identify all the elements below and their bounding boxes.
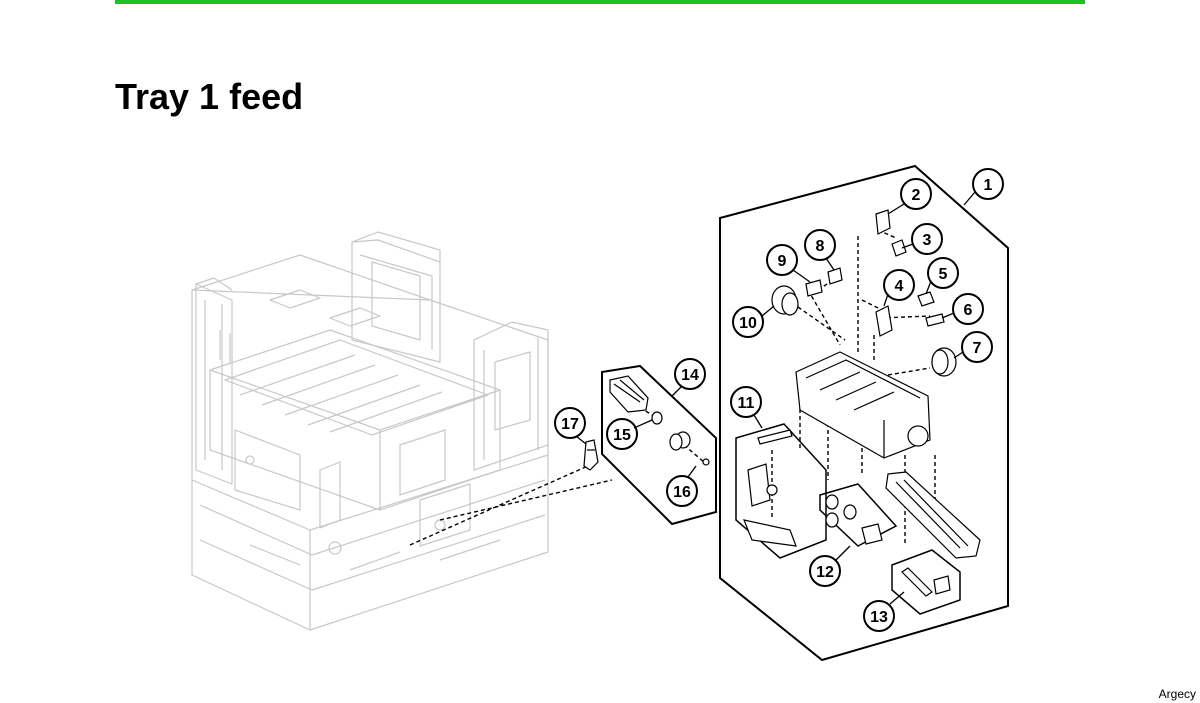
callout-6: 6 <box>952 293 984 325</box>
svg-text:17: 17 <box>561 416 579 433</box>
callout-3: 3 <box>911 223 943 255</box>
callout-4: 4 <box>883 269 915 301</box>
callout-14: 14 <box>674 358 706 390</box>
page-title: Tray 1 feed <box>115 76 304 117</box>
callout-17: 17 <box>554 407 586 439</box>
svg-text:1: 1 <box>984 177 993 194</box>
callout-9: 9 <box>766 244 798 276</box>
svg-text:3: 3 <box>923 232 932 249</box>
callout-leaders <box>575 191 976 605</box>
printer-frame-illustration <box>191 231 549 631</box>
svg-text:14: 14 <box>681 367 699 384</box>
callout-12: 12 <box>809 555 841 587</box>
svg-text:6: 6 <box>964 302 973 319</box>
svg-text:12: 12 <box>816 564 834 581</box>
callout-10: 10 <box>732 306 764 338</box>
svg-text:15: 15 <box>613 427 631 444</box>
callout-8: 8 <box>804 229 836 261</box>
svg-text:4: 4 <box>895 278 904 295</box>
svg-text:10: 10 <box>739 315 757 332</box>
callout-11: 11 <box>730 386 762 418</box>
svg-text:8: 8 <box>816 238 825 255</box>
callout-13: 13 <box>863 600 895 632</box>
svg-text:13: 13 <box>870 609 888 626</box>
svg-text:16: 16 <box>673 484 691 501</box>
panel-14-kit <box>601 364 717 526</box>
callout-2: 2 <box>900 178 932 210</box>
top-accent-rule <box>115 0 1085 4</box>
panel-1-assembly <box>719 164 1009 662</box>
callout-bubbles: 1 2 3 4 5 6 7 8 <box>554 168 1004 632</box>
svg-text:7: 7 <box>973 340 982 357</box>
callout-1: 1 <box>972 168 1004 200</box>
callout-7: 7 <box>961 331 993 363</box>
argecy-watermark: Argecy <box>1158 687 1196 701</box>
callout-16: 16 <box>666 475 698 507</box>
part-17-illustration <box>583 439 599 471</box>
callout-5: 5 <box>927 257 959 289</box>
svg-text:11: 11 <box>738 395 755 412</box>
svg-text:2: 2 <box>912 187 921 204</box>
svg-text:5: 5 <box>939 266 948 283</box>
svg-text:9: 9 <box>778 253 787 270</box>
callout-15: 15 <box>606 418 638 450</box>
